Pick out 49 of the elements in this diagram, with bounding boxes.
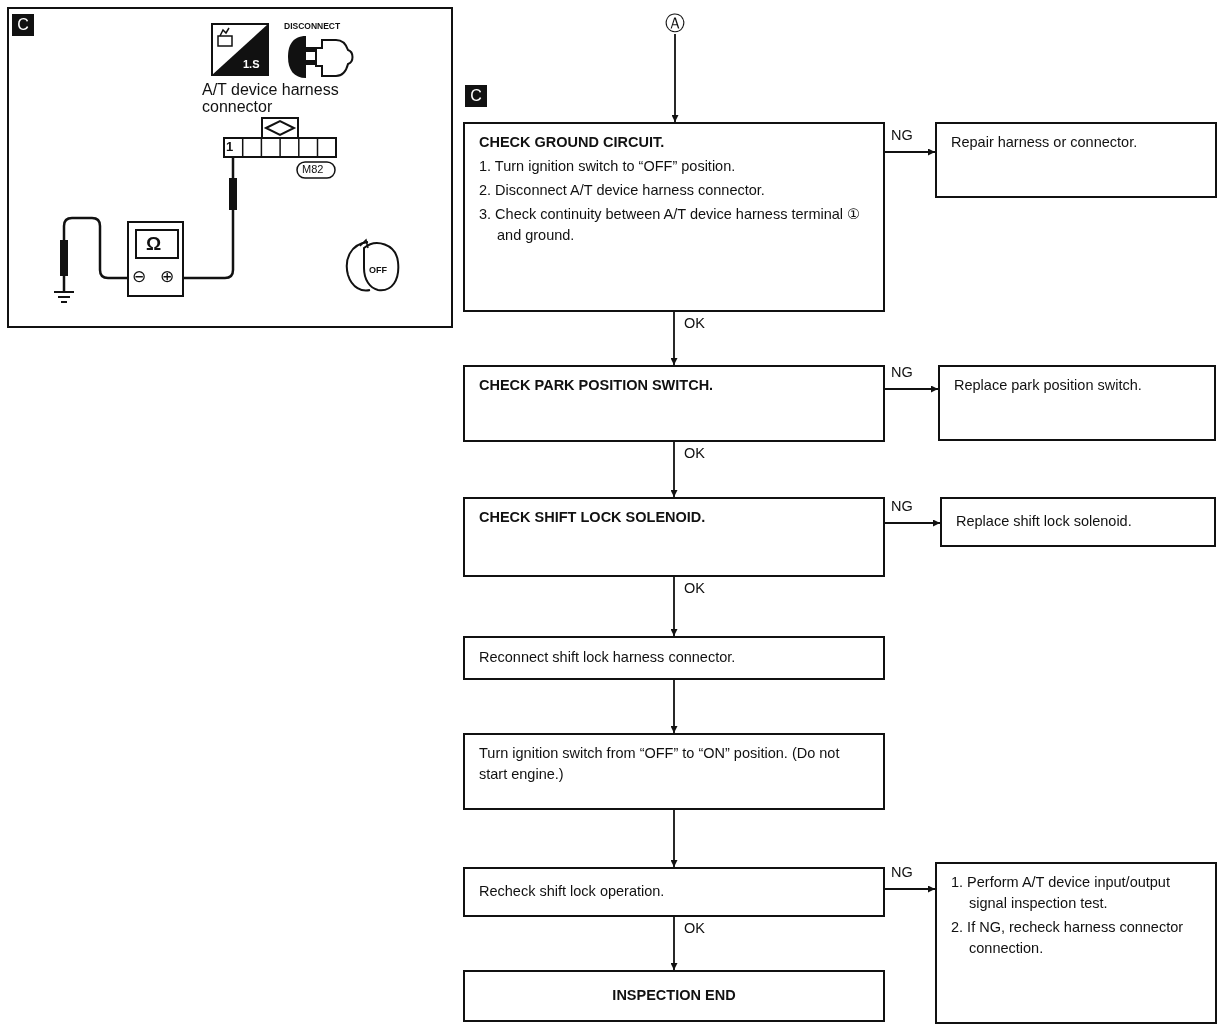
process-box — [463, 970, 885, 1022]
section-marker: C — [465, 85, 487, 107]
box-text: CHECK PARK POSITION SWITCH. — [479, 376, 715, 395]
terminal-number: 1 — [226, 140, 234, 154]
box-text: Repair harness or connector. — [951, 133, 1139, 152]
step-text: 1. Perform A/T device input/output signal inspection test. — [951, 873, 1171, 913]
process-box — [935, 122, 1217, 198]
arrow — [670, 916, 678, 971]
box-text: Replace park position switch. — [954, 376, 1143, 395]
arrow — [671, 33, 679, 123]
connector-label: A/T device harness connector — [202, 82, 340, 116]
process-box — [463, 497, 885, 577]
step-text: 2. Disconnect A/T device harness connector. — [479, 181, 766, 201]
arrow — [670, 679, 678, 734]
box-text: Replace shift lock solenoid. — [956, 512, 1133, 532]
arrow — [884, 148, 936, 156]
step-label: 1.S — [243, 59, 260, 71]
step-box — [935, 862, 1217, 1024]
process-box — [938, 365, 1216, 441]
box-text: CHECK SHIFT LOCK SOLENOID. — [479, 508, 707, 527]
process-box — [463, 867, 885, 917]
box-text: Recheck shift lock operation. — [479, 882, 666, 902]
box-text: Turn ignition switch from “OFF” to “ON” position. (Do not start engine.) — [479, 744, 841, 784]
arrow — [884, 385, 939, 393]
ohm-symbol: Ω — [146, 234, 162, 254]
arrow — [670, 441, 678, 498]
step-text: 3. Check continuity between A/T device harness terminal ① and ground. — [479, 205, 862, 246]
arrow — [670, 809, 678, 868]
step-heading: CHECK GROUND CIRCUIT. — [479, 133, 666, 152]
connector-code: M82 — [302, 164, 324, 176]
process-box — [463, 636, 885, 680]
step-box — [463, 122, 885, 312]
box-text: INSPECTION END — [612, 986, 736, 1006]
box-text: Reconnect shift lock harness connector. — [479, 648, 737, 668]
step-text: 1. Turn ignition switch to “OFF” position. — [479, 157, 737, 176]
arrow — [884, 885, 936, 893]
negative-terminal: ⊖ — [132, 268, 147, 286]
arrow — [670, 311, 678, 366]
process-box — [463, 365, 885, 442]
process-box — [463, 733, 885, 810]
circled-letter: Ⓐ — [665, 10, 685, 36]
arrow — [670, 576, 678, 637]
process-box — [940, 497, 1216, 547]
step-text: 2. If NG, recheck harness connector connection. — [951, 918, 1185, 959]
disconnect-label: DISCONNECT — [284, 22, 341, 31]
positive-terminal: ⊕ — [160, 268, 175, 286]
arrow — [884, 519, 941, 527]
section-marker: C — [12, 14, 34, 36]
off-label: OFF — [369, 266, 387, 276]
